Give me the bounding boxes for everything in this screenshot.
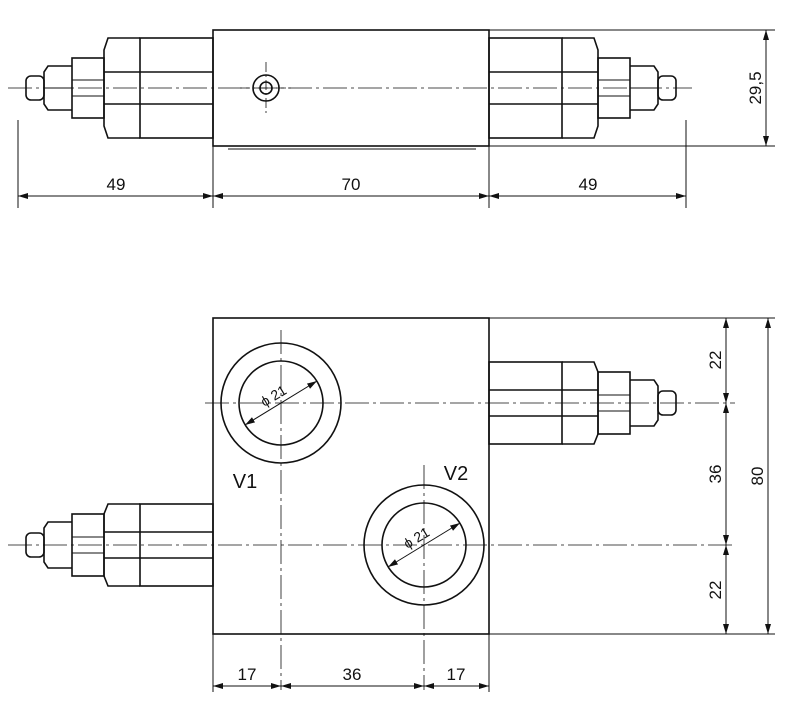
v1-diameter-label: ϕ 21 xyxy=(258,382,290,410)
dim-label-29-5: 29,5 xyxy=(746,71,765,104)
dim-label-80: 80 xyxy=(748,467,767,486)
port-label-v2: V2 xyxy=(444,463,468,485)
dim-label-49-right: 49 xyxy=(579,175,598,194)
dim-label-49-left: 49 xyxy=(107,175,126,194)
dim-label-36-bottom: 36 xyxy=(343,665,362,684)
dim-label-70: 70 xyxy=(342,175,361,194)
dim-label-36-right: 36 xyxy=(706,465,725,484)
top-view xyxy=(8,29,775,208)
dim-label-17-right: 17 xyxy=(447,665,466,684)
port-label-v1: V1 xyxy=(233,471,257,493)
dim-label-22-bottom: 22 xyxy=(706,581,725,600)
front-valve-body xyxy=(212,317,490,635)
dim-label-22-top: 22 xyxy=(706,351,725,370)
dim-label-17-left: 17 xyxy=(238,665,257,684)
front-view xyxy=(8,317,775,692)
v2-diameter-label: ϕ 21 xyxy=(401,524,433,552)
